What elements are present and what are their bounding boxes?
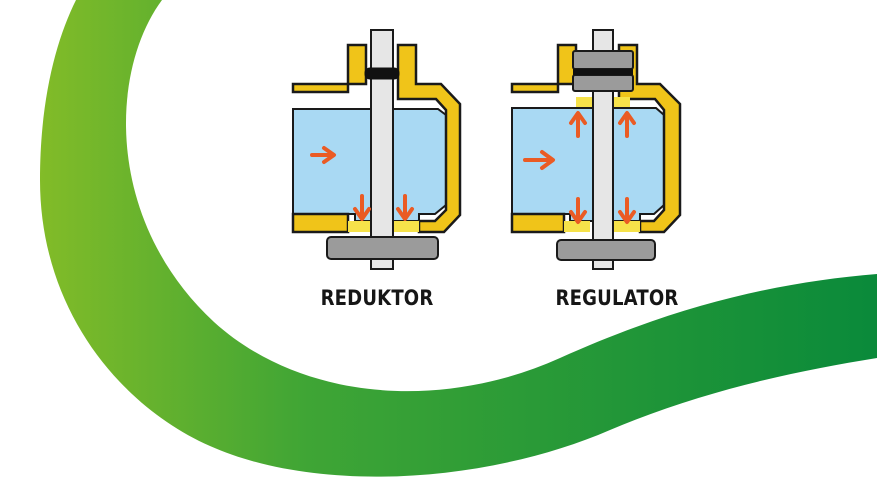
down-arrow-icon [396,194,414,221]
valve-housing [291,43,368,94]
green-swoosh-ribbon [40,0,877,477]
fluid-chamber [511,107,665,222]
up-arrow-icon [618,111,636,138]
regulator-label: REGULATOR [555,286,679,310]
upper-seal [613,97,630,107]
valve-housing [510,43,578,94]
seat-seal [348,221,371,232]
balancing-piston [572,50,634,70]
down-arrow-icon [569,197,587,224]
fluid-chamber [292,108,447,222]
balancing-piston [572,74,634,92]
valve-stem [370,29,394,270]
upper-seal [576,97,593,107]
seat-seal [393,221,419,232]
valve-housing-seat [291,212,350,234]
valve-disc [556,239,656,261]
seat-seal [612,221,640,232]
piston-gap [573,69,633,75]
reduktor-valve-diagram [291,29,462,270]
stem-o-ring [364,67,400,80]
reduktor-label: REDUKTOR [320,286,434,310]
down-arrow-icon [618,197,636,224]
inflow-arrow-icon [523,150,555,170]
valve-housing-seat [510,212,566,234]
up-arrow-icon [569,111,587,138]
regulator-valve-diagram [510,29,682,270]
inflow-arrow-icon [310,146,336,164]
seat-seal [564,221,590,232]
down-arrow-icon [353,194,371,221]
valve-disc [326,236,439,260]
